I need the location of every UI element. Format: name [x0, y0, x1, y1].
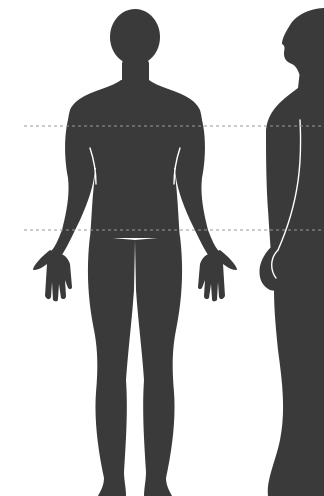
front-left-hand: [33, 250, 72, 301]
front-left-leg: [88, 236, 135, 496]
side-head: [282, 8, 324, 76]
front-right-leg: [135, 236, 182, 496]
front-view-figure: [33, 9, 237, 496]
side-view-figure: [259, 8, 324, 496]
front-right-hand: [198, 250, 237, 301]
front-left-arm: [50, 108, 95, 258]
front-right-arm: [175, 108, 220, 258]
front-head: [110, 9, 160, 65]
